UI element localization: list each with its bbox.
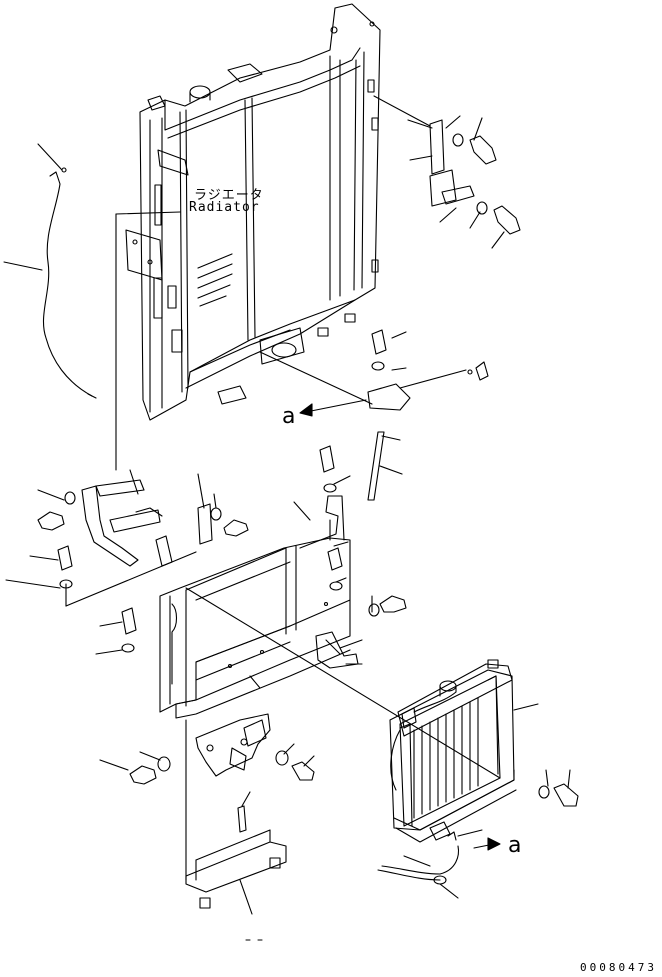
left-mounting-brackets: [5, 211, 407, 655]
radiator-label-japanese: ラジエータ: [194, 188, 264, 203]
bottom-mount-plates: [99, 713, 315, 941]
radiator-guard-frame: [125, 3, 381, 421]
radiator-label-english: Radiator: [189, 200, 260, 215]
view-reference-label-upper: a: [282, 404, 296, 429]
overflow-hose: [3, 143, 97, 399]
lower-support-frame: [159, 495, 351, 719]
radiator-core: [185, 501, 579, 899]
view-reference-label-lower: a: [508, 833, 522, 858]
lower-right-bracket: [315, 631, 363, 669]
upper-right-brackets: [373, 95, 521, 249]
drawing-number: 00080473: [580, 961, 657, 974]
center-fasteners: [259, 329, 489, 501]
